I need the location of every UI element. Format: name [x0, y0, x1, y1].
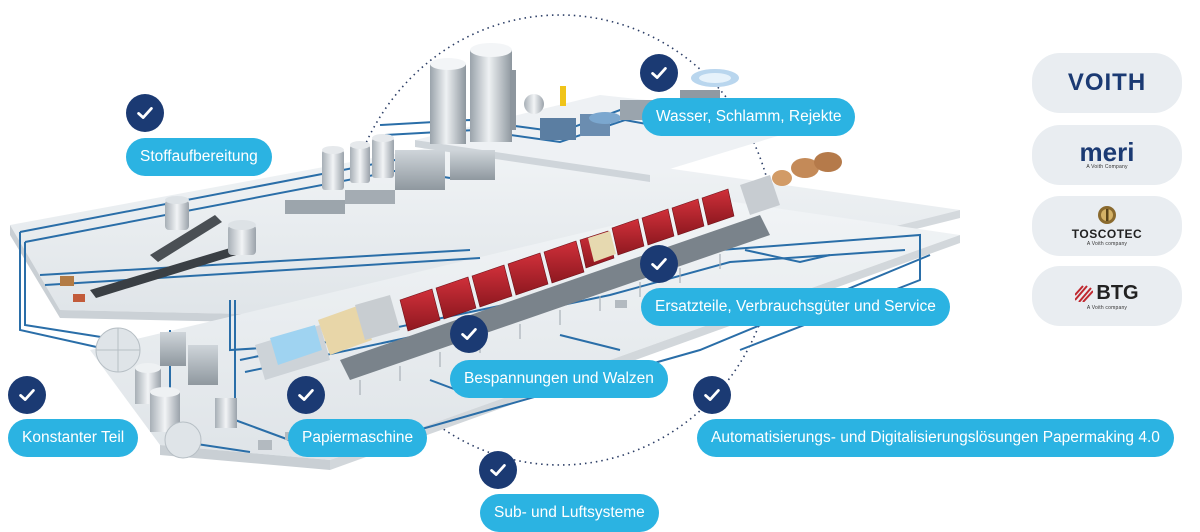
check-badge-automatisierung: [693, 376, 731, 414]
checkmark-icon: [137, 107, 153, 119]
label-ersatzteile-service[interactable]: Ersatzteile, Verbrauchsgüter und Service: [641, 288, 950, 326]
check-badge-konstanter: [8, 376, 46, 414]
logo-meri[interactable]: meri A Voith Company: [1032, 125, 1182, 185]
check-badge-ersatzteile: [640, 245, 678, 283]
btg-stripes-icon: [1075, 285, 1094, 302]
label-wasser-schlamm-rejekte[interactable]: Wasser, Schlamm, Rejekte: [642, 98, 856, 136]
checkmark-icon: [298, 389, 314, 401]
checkmark-icon: [704, 389, 720, 401]
check-badge-wasser: [640, 54, 678, 92]
toscotec-tagline: A Voith company: [1086, 241, 1128, 247]
label-konstanter-teil[interactable]: Konstanter Teil: [8, 419, 139, 457]
checkmark-icon: [19, 389, 35, 401]
checkmark-icon: [490, 464, 506, 476]
label-bespannungen-walzen[interactable]: Bespannungen und Walzen: [450, 360, 668, 398]
check-badge-bespannungen: [450, 315, 488, 353]
checkmark-icon: [651, 67, 667, 79]
logo-btg[interactable]: BTG A Voith company: [1032, 266, 1182, 326]
logo-toscotec[interactable]: TOSCOTEC A Voith company: [1032, 196, 1182, 256]
check-badge-papiermaschine: [287, 376, 325, 414]
toscotec-emblem-icon: [1098, 206, 1116, 224]
check-badge-stoffaufbereitung: [126, 94, 164, 132]
toscotec-wordmark: TOSCOTEC: [1071, 227, 1143, 241]
meri-wordmark: meri: [1079, 137, 1135, 167]
btg-wordmark: BTG: [1096, 281, 1139, 304]
label-stoffaufbereitung[interactable]: Stoffaufbereitung: [126, 138, 272, 176]
check-badge-sub: [479, 451, 517, 489]
checkmark-icon: [651, 258, 667, 270]
btg-tagline: A Voith company: [1086, 304, 1128, 311]
btg-logo-row: BTG: [1075, 281, 1139, 305]
logo-voith[interactable]: VOITH: [1032, 53, 1182, 113]
voith-wordmark: VOITH: [1067, 69, 1147, 96]
checkmark-icon: [461, 328, 477, 340]
label-sub-luftsysteme[interactable]: Sub- und Luftsysteme: [480, 494, 659, 532]
meri-tagline: A Voith Company: [1086, 164, 1128, 170]
label-papiermaschine[interactable]: Papiermaschine: [288, 419, 428, 457]
label-automatisierung[interactable]: Automatisierungs- und Digitalisierungslö…: [697, 419, 1174, 457]
